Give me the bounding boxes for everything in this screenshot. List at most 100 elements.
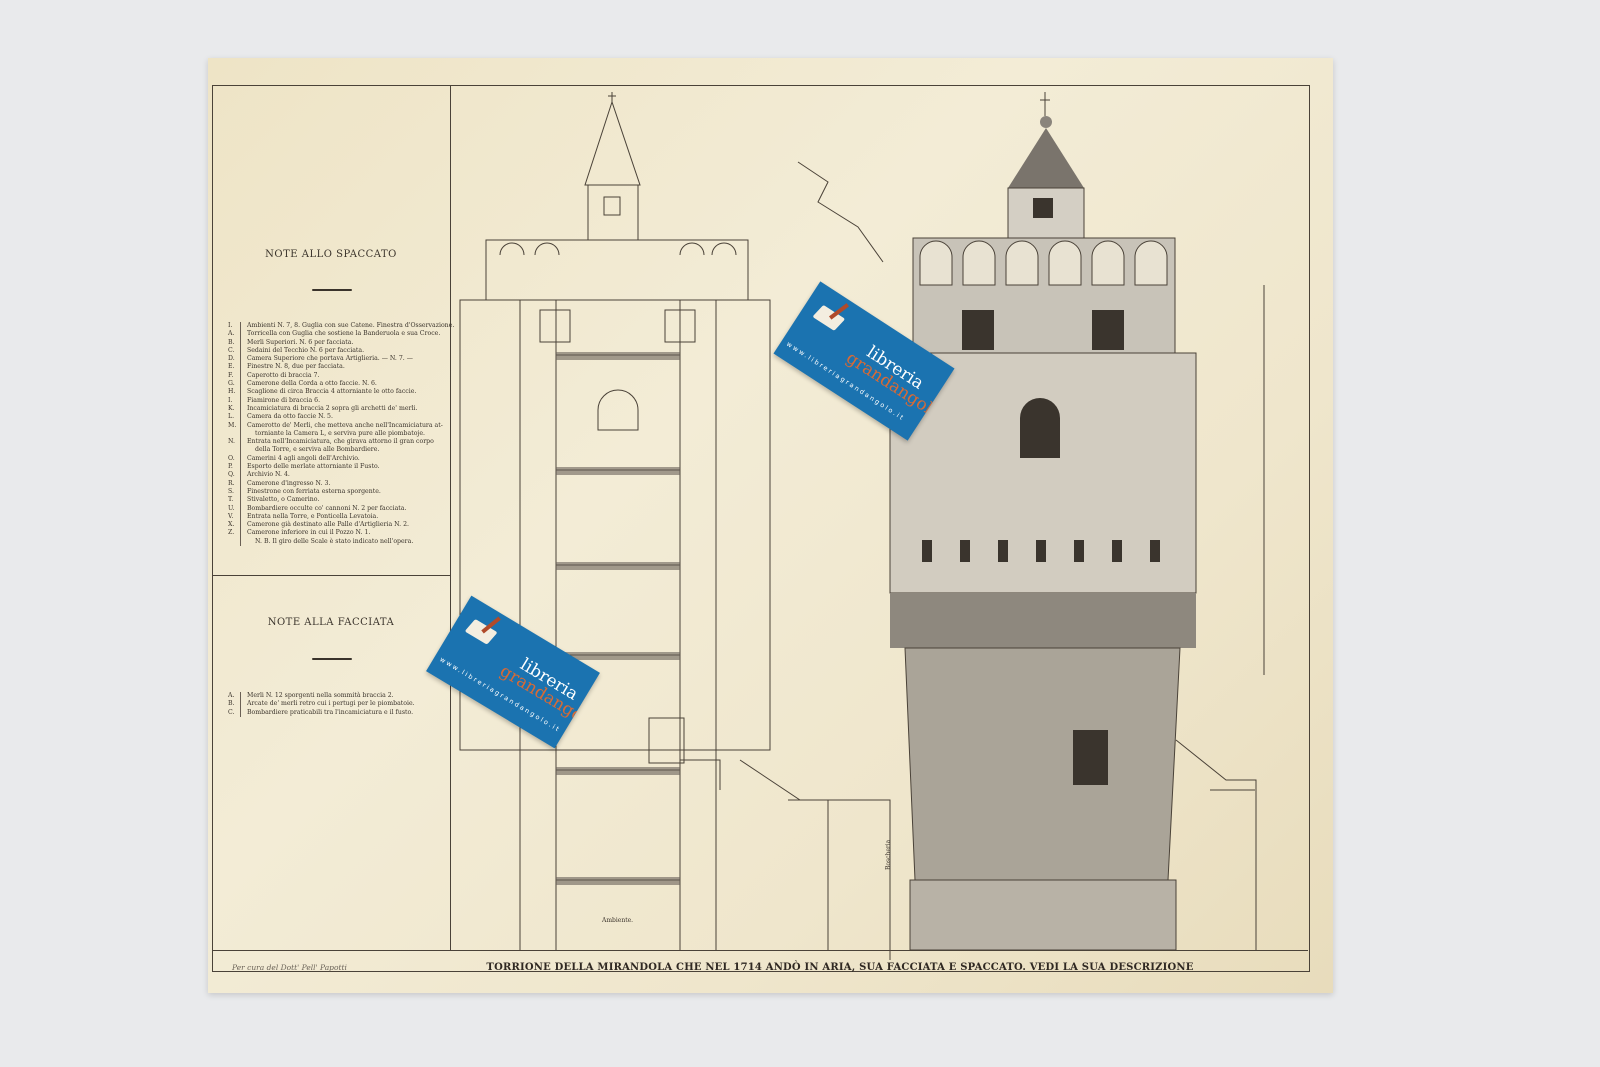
notes-section-divider: [212, 575, 450, 576]
note-text: Camerone della Corda a otto faccie. N. 6…: [240, 380, 377, 389]
note-text: N. B. Il giro delle Scale è stato indica…: [240, 537, 413, 547]
section-view: [459, 92, 891, 960]
note-item: U. Bombardiere occulte co' cannoni N. 2 p…: [228, 504, 448, 513]
note-key: C.: [228, 346, 235, 354]
note-text: Camerotto de' Merli, che metteva anche n…: [240, 421, 443, 430]
note-item: Z. Camerone inferiore in cui il Pozzo N. …: [228, 529, 448, 538]
note-key: X.: [228, 521, 235, 529]
note-text: Camerone già destinato alle Palle d'Arti…: [240, 521, 409, 530]
note-item: L. Camera da otto faccie N. 5.: [228, 413, 448, 422]
credit-text: Per cura del Dott' Pell' Papotti: [232, 963, 347, 972]
note-text: Stivaletto, o Camerino.: [240, 496, 319, 505]
notes-facciata-heading: NOTE ALLA FACCIATA: [267, 617, 395, 628]
note-text: Arcate de' merli retro cui i pertugi per…: [240, 700, 415, 709]
note-key: G.: [228, 380, 235, 388]
note-item: G. Camerone della Corda a otto faccie. N.…: [228, 380, 448, 389]
note-item: B. Merli Superiori. N. 6 per facciata.: [228, 338, 448, 347]
note-text: Sedaini del Tecchio N. 6 per facciata.: [240, 346, 364, 356]
note-text: Caperotto di braccia 7.: [240, 371, 319, 381]
note-text: Scaglione di circa Braccia 4 attorniante…: [240, 388, 416, 397]
note-key: K.: [228, 404, 235, 412]
boscheria-label: Boscheria: [885, 839, 892, 870]
note-key: V.: [228, 512, 234, 520]
note-text: Camerini 4 agli angoli dell'Archivio.: [240, 454, 360, 464]
facade-view: [889, 92, 1265, 951]
note-item: X. Camerone già destinato alle Palle d'Ar…: [228, 521, 448, 530]
note-key: B.: [228, 338, 235, 346]
note-key: I.: [228, 396, 233, 404]
note-item: T. Stivaletto, o Camerino.: [228, 496, 448, 505]
note-item: della Torre, e serviva alle Bombardiere.: [228, 446, 448, 455]
plate-frame: [212, 85, 1310, 972]
caption-rule: [212, 950, 1308, 951]
note-key: N.: [228, 438, 235, 446]
note-key: H.: [228, 388, 236, 396]
note-item: A. Merli N. 12 sporgenti nella sommità br…: [228, 692, 448, 701]
note-text: Bombardiere occulte co' cannoni N. 2 per…: [240, 504, 406, 513]
note-key: L.: [228, 413, 235, 421]
note-item: I. Ambienti N. 7, 8. Guglia con sue Caten…: [228, 322, 454, 331]
note-key: U.: [228, 504, 235, 512]
note-item: M.Camerotto de' Merli, che metteva anche…: [228, 421, 448, 430]
notes-divider: [450, 85, 451, 950]
note-text: Incamiciatura di braccia 2 sopra gli arc…: [240, 404, 417, 414]
notes-facciata-list: A. Merli N. 12 sporgenti nella sommità br…: [228, 692, 448, 717]
note-text: Camerone inferiore in cui il Pozzo N. 1.: [240, 529, 370, 538]
note-text: Torricella con Guglia che sostiene la Ba…: [240, 330, 440, 339]
ornament: [312, 658, 352, 660]
note-key: M.: [228, 421, 237, 429]
note-text: Camera Superiore che portava Artiglieria…: [240, 355, 413, 364]
note-item: I. Fiamirone di braccia 6.: [228, 396, 448, 405]
note-key: A.: [228, 692, 235, 699]
note-item: E. Finestre N. 8, due per facciata.: [228, 363, 448, 372]
note-text: torniante la Camera L, e serviva pure al…: [240, 429, 425, 439]
note-key: S.: [228, 487, 234, 495]
note-item: B. Arcate de' merli retro cui i pertugi p…: [228, 700, 448, 709]
note-key: C.: [228, 708, 235, 716]
notes-spaccato-heading: NOTE ALLO SPACCATO: [265, 249, 397, 260]
note-text: Entrata nell'Incamiciatura, che girava a…: [240, 438, 434, 447]
note-key: O.: [228, 454, 235, 462]
note-item: K. Incamiciatura di braccia 2 sopra gli a…: [228, 404, 448, 414]
note-item: O. Camerini 4 agli angoli dell'Archivio.: [228, 454, 448, 464]
note-item: Q. Archivio N. 4.: [228, 471, 448, 480]
note-text: Entrata nella Torre, e Ponticella Levato…: [240, 512, 378, 522]
note-key: A.: [228, 330, 235, 338]
note-item: H. Scaglione di circa Braccia 4 attornian…: [228, 388, 448, 397]
note-item: R. Camerone d'ingresso N. 3.: [228, 479, 448, 488]
note-item: N. B. Il giro delle Scale è stato indica…: [228, 537, 448, 547]
note-text: Finestrone con ferriata esterna sporgent…: [240, 487, 381, 497]
note-item: D. Camera Superiore che portava Artiglier…: [228, 355, 448, 364]
note-item: C. Sedaini del Tecchio N. 6 per facciata.: [228, 346, 448, 356]
note-text: Merli N. 12 sporgenti nella sommità brac…: [240, 692, 394, 701]
note-text: della Torre, e serviva alle Bombardiere.: [240, 446, 379, 455]
note-key: P.: [228, 463, 233, 471]
note-key: F.: [228, 371, 234, 379]
note-text: Bombardiere praticabili tra l'incamiciat…: [240, 708, 413, 717]
note-text: Archivio N. 4.: [240, 471, 290, 480]
note-text: Esporto delle merlate attorniante il Fus…: [240, 463, 380, 472]
notes-spaccato-list: I. Ambienti N. 7, 8. Guglia con sue Caten…: [228, 322, 454, 547]
note-text: Fiamirone di braccia 6.: [240, 396, 320, 405]
note-key: Q.: [228, 471, 235, 479]
note-item: torniante la Camera L, e serviva pure al…: [228, 429, 448, 439]
note-key: R.: [228, 479, 235, 487]
note-key: I.: [228, 322, 233, 329]
note-key: Z.: [228, 529, 235, 537]
note-text: Ambienti N. 7, 8. Guglia con sue Catene.…: [240, 322, 454, 331]
note-text: Camerone d'ingresso N. 3.: [240, 479, 330, 488]
note-key: E.: [228, 363, 235, 371]
note-item: F. Caperotto di braccia 7.: [228, 371, 448, 381]
note-key: D.: [228, 355, 235, 363]
note-text: Finestre N. 8, due per facciata.: [240, 363, 345, 372]
note-key: T.: [228, 496, 234, 504]
note-item: P. Esporto delle merlate attorniante il F…: [228, 463, 448, 472]
note-key: B.: [228, 700, 235, 708]
ambiente-label: Ambiente.: [601, 917, 633, 924]
ornament: [312, 289, 352, 291]
note-text: Merli Superiori. N. 6 per facciata.: [240, 338, 353, 347]
note-item: C. Bombardiere praticabili tra l'incamici…: [228, 708, 448, 717]
note-item: A. Torricella con Guglia che sostiene la …: [228, 330, 448, 339]
note-text: Camera da otto faccie N. 5.: [240, 413, 333, 422]
